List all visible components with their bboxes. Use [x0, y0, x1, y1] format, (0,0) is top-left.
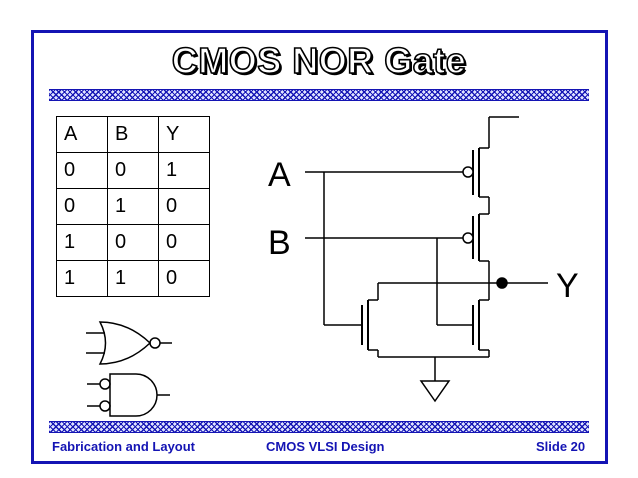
- decorative-stripe-bottom: [49, 421, 589, 433]
- nmos-transistor-a: [323, 172, 393, 357]
- truth-table-row: 1 0 0: [56, 224, 210, 261]
- pmos-gate-bubble-a: [462, 166, 474, 178]
- truth-table-header: A: [56, 116, 108, 153]
- and-gate-with-inverted-inputs-symbol: [87, 373, 170, 417]
- truth-table-row: 1 1 0: [56, 260, 210, 297]
- pmos-gate-bubble-b: [462, 232, 474, 244]
- pmos-transistor-b: [462, 213, 490, 283]
- truth-table-cell: 1: [107, 260, 159, 297]
- footer-slide-number: Slide 20: [536, 439, 586, 454]
- nor-gate-body: [98, 321, 152, 365]
- pmos-transistor-a: [462, 117, 490, 214]
- and-gate-input-bubble-b: [99, 400, 111, 412]
- truth-table: A B Y 0 0 1 0 1 0 1 0 0 1 1 0: [56, 116, 210, 297]
- and-gate-input-bubble-a: [99, 378, 111, 390]
- and-gate-body: [109, 373, 158, 417]
- nmos-transistor-b: [436, 238, 490, 357]
- truth-table-row: 0 1 0: [56, 188, 210, 225]
- nor-gate-output-bubble: [149, 337, 161, 349]
- footer-subject: CMOS VLSI Design: [266, 439, 385, 454]
- truth-table-cell: 0: [158, 260, 210, 297]
- truth-table-cell: 0: [56, 188, 108, 225]
- slide-title: CMOS NOR Gate: [171, 39, 467, 82]
- truth-table-cell: 1: [158, 152, 210, 189]
- input-b-label: B: [268, 224, 291, 262]
- truth-table-cell: 1: [56, 224, 108, 261]
- footer-course-title: Fabrication and Layout: [52, 439, 196, 454]
- output-y-label: Y: [556, 267, 579, 305]
- decorative-stripe-top: [49, 89, 589, 101]
- input-a-label: A: [268, 156, 291, 194]
- truth-table-cell: 1: [56, 260, 108, 297]
- nor-gate-symbol: [86, 321, 172, 365]
- truth-table-cell: 0: [158, 224, 210, 261]
- output-node-dot: [496, 277, 508, 289]
- ground-symbol: [419, 380, 451, 403]
